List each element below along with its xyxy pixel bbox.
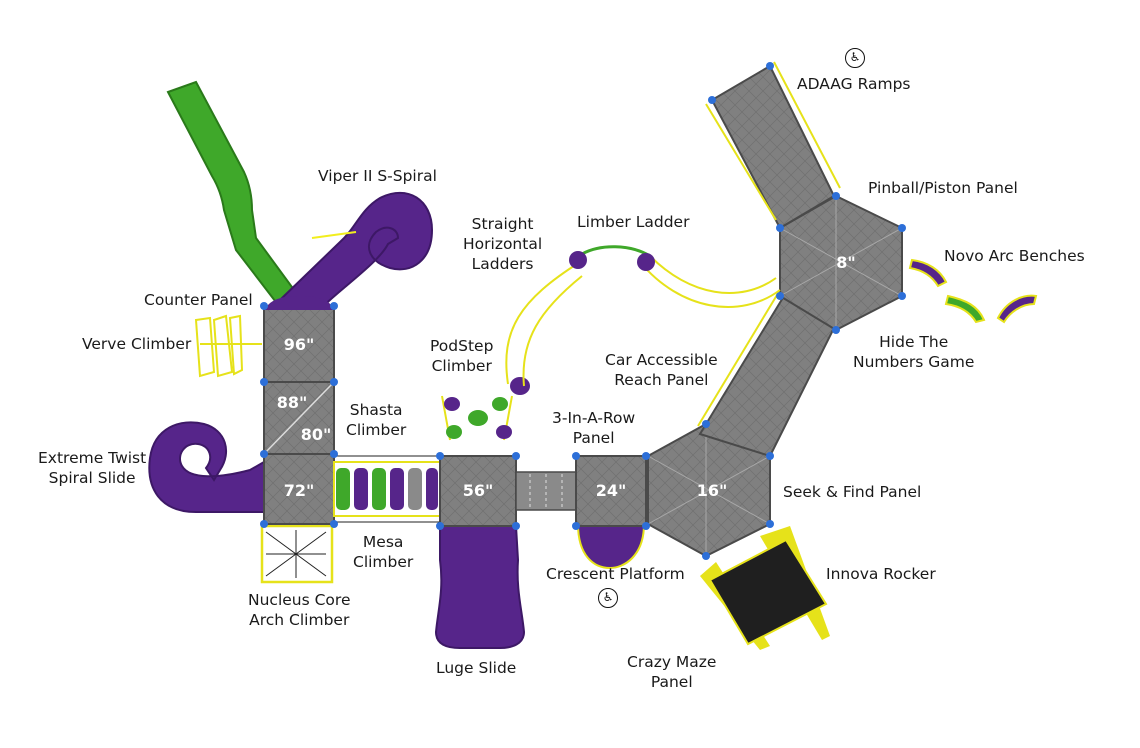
label-crescent-platform: Crescent Platform: [546, 565, 685, 583]
height-72: 72": [284, 481, 315, 500]
height-80: 80": [301, 425, 332, 444]
height-96: 96": [284, 335, 315, 354]
luge-slide: [434, 525, 526, 649]
viper-rail: [311, 231, 357, 239]
label-shasta-climber: Shasta Climber: [346, 401, 407, 439]
mesa-climber: [333, 455, 442, 523]
height-16: 16": [697, 481, 728, 500]
label-limber-ladder: Limber Ladder: [577, 213, 690, 231]
label-3-in-a-row: 3-In-A-Row Panel: [552, 409, 636, 447]
label-luge-slide: Luge Slide: [436, 659, 517, 677]
height-88: 88": [277, 393, 308, 412]
novo-arc-benches: [908, 258, 1038, 324]
label-hide-numbers: Hide The Numbers Game: [853, 333, 975, 371]
label-nucleus-core: Nucleus Core Arch Climber: [248, 591, 351, 629]
label-mesa-climber: Mesa Climber: [353, 533, 414, 571]
innova-rocker: [700, 526, 830, 650]
deck-56: [439, 455, 517, 527]
height-56: 56": [463, 481, 494, 500]
deck-24: [575, 455, 647, 527]
green-tube-slide: [166, 80, 302, 312]
label-adaag-ramps: ADAAG Ramps: [797, 75, 911, 93]
label-novo-arc-benches: Novo Arc Benches: [944, 247, 1085, 265]
label-extreme-twist: Extreme Twist Spiral Slide: [38, 449, 147, 487]
height-8: 8": [836, 253, 855, 272]
label-innova-rocker: Innova Rocker: [826, 565, 936, 583]
crescent-platform: [576, 523, 646, 570]
label-pinball-panel: Pinball/Piston Panel: [868, 179, 1018, 197]
label-car-accessible-panel: Car Accessible Reach Panel: [605, 351, 718, 389]
label-viper-spiral: Viper II S-Spiral: [318, 167, 437, 185]
label-podstep-climber: PodStep Climber: [430, 337, 494, 375]
ladders: [505, 245, 781, 387]
podstep-climber: [441, 377, 530, 441]
label-verve-climber: Verve Climber: [82, 335, 192, 353]
label-crazy-maze: Crazy Maze Panel: [627, 653, 717, 691]
viper-spiral-slide: [280, 192, 434, 320]
posts: [260, 62, 906, 560]
extreme-twist-slide: [148, 421, 265, 513]
bridge: [515, 471, 577, 511]
label-counter-panel: Counter Panel: [144, 291, 253, 309]
wheelchair-accessible-icon: ♿: [598, 588, 618, 608]
wheelchair-accessible-icon: ♿: [845, 48, 865, 68]
label-straight-ladders: Straight Horizontal Ladders: [463, 215, 543, 273]
ramp-lower: [698, 294, 836, 458]
left-tower: [263, 296, 335, 525]
nucleus-core-arch: [260, 524, 334, 584]
label-seek-find: Seek & Find Panel: [783, 483, 922, 501]
verve-climber: [194, 314, 262, 378]
height-24: 24": [596, 481, 627, 500]
